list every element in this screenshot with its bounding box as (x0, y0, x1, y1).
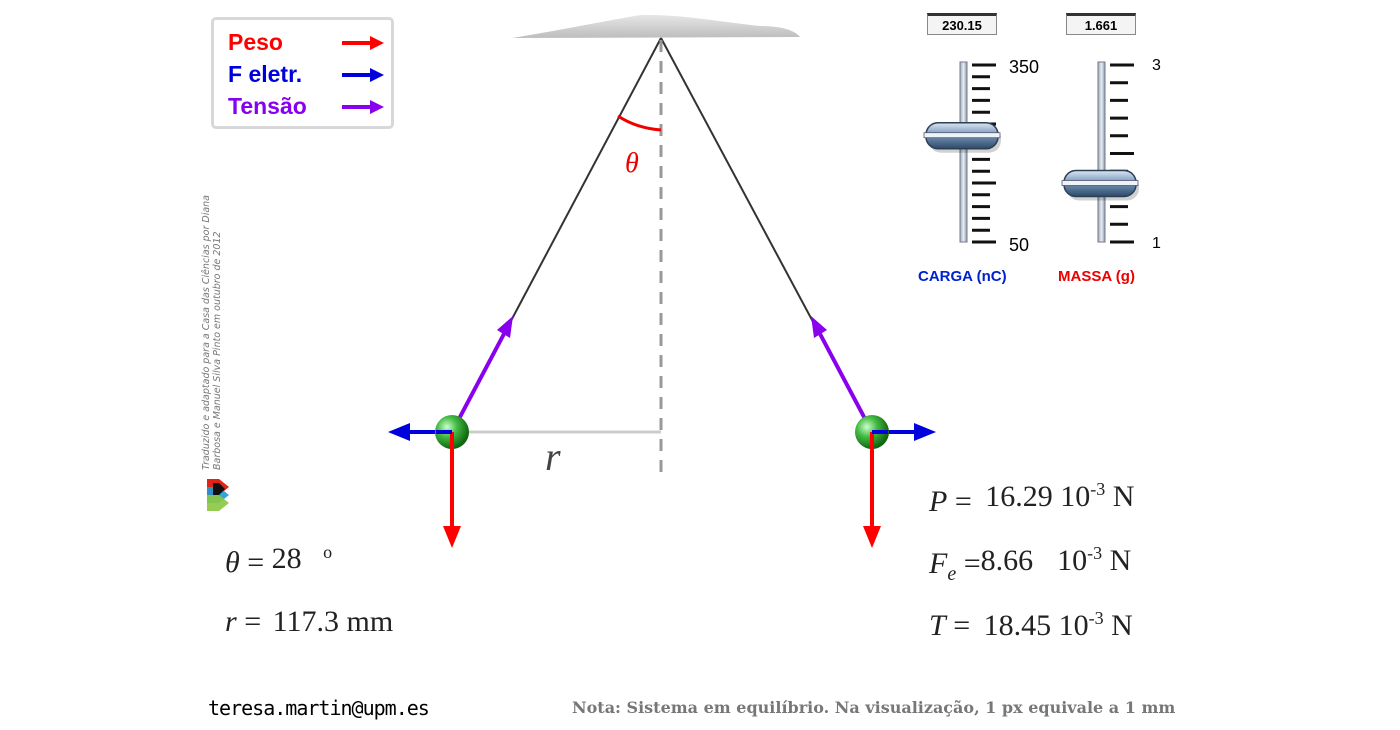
author-email-link[interactable]: teresa.martin@upm.es (208, 696, 430, 720)
casa-das-ciencias-logo-icon (207, 479, 229, 511)
right-tension-arrowhead-icon (811, 316, 827, 338)
distance-symbol: r (545, 434, 561, 479)
mass-slider-track[interactable] (1097, 61, 1106, 243)
weight-symbol: P (929, 485, 948, 518)
electric-force-equals: = (963, 547, 981, 580)
electric-force-unit-base: 10 (1057, 544, 1088, 577)
weight-unit-base: 10 (1060, 480, 1091, 513)
angle-arc (617, 114, 662, 132)
mass-max-label: 3 (1152, 57, 1161, 74)
weight-value: 16.29 (985, 480, 1053, 513)
weight-equals: = (954, 485, 972, 518)
legend-weight-arrow-icon (342, 36, 384, 50)
charge-min-label: 50 (1009, 235, 1030, 255)
tension-unit-exp: -3 (1088, 608, 1104, 628)
legend-tension-label: Tensão (228, 93, 307, 119)
tension-unit: N (1111, 609, 1133, 642)
weight-unit-exp: -3 (1090, 479, 1106, 499)
charge-slider-label: CARGA (nC) (918, 268, 1007, 285)
left-electric-arrowhead-icon (388, 423, 410, 441)
ceiling-support (512, 14, 800, 38)
legend-electric-label: F eletr. (228, 61, 303, 87)
tension-symbol: T (929, 609, 946, 642)
mass-slider-handle[interactable] (1061, 169, 1139, 201)
electric-force-symbol: F (929, 547, 948, 580)
electric-force-unit-exp: -3 (1087, 543, 1103, 563)
charge-readout: 230.15 (927, 13, 997, 35)
r-equals: = (244, 605, 262, 638)
theta-result: θ = 28 o (225, 542, 332, 580)
legend-electric-arrow-icon (342, 68, 384, 82)
force-legend: Peso F eletr. Tensão (211, 17, 394, 129)
electric-force-unit: N (1109, 544, 1132, 577)
legend-weight-label: Peso (228, 29, 283, 55)
theta-value: 28 (271, 542, 302, 575)
charge-slider-track[interactable] (959, 61, 968, 243)
mass-slider-label: MASSA (g) (1058, 268, 1135, 285)
charge-slider-handle[interactable] (923, 121, 1001, 153)
mass-readout: 1.661 (1066, 13, 1136, 35)
tension-unit-base: 10 (1058, 609, 1089, 642)
legend-tension-arrow-icon (342, 100, 384, 114)
electric-force-value: 8.66 (980, 544, 1034, 577)
electric-force-result: Fe =8.66 10-3 N (929, 543, 1132, 586)
weight-result: P = 16.29 10-3 N (929, 479, 1134, 519)
r-symbol: r (225, 605, 237, 638)
theta-symbol: θ (225, 546, 240, 579)
weight-unit: N (1112, 480, 1135, 513)
r-value: 117.3 (272, 605, 339, 638)
right-weight-arrowhead-icon (863, 526, 881, 548)
tension-value: 18.45 (983, 609, 1052, 642)
footer-note: Nota: Sistema em equilíbrio. Na visualiz… (572, 698, 1176, 717)
electric-force-subscript: e (947, 563, 957, 585)
tension-result: T = 18.45 10-3 N (929, 608, 1133, 643)
left-weight-arrowhead-icon (443, 526, 461, 548)
tension-equals: = (953, 609, 971, 642)
right-tension-vector (817, 331, 874, 433)
r-result: r = 117.3 mm (225, 605, 393, 639)
charge-max-label: 350 (1009, 57, 1040, 77)
left-tension-arrowhead-icon (497, 316, 513, 338)
theta-equals: = (247, 546, 265, 579)
angle-symbol: θ (625, 148, 639, 179)
mass-slider-scale (1110, 63, 1134, 244)
mass-min-label: 1 (1152, 235, 1161, 252)
left-tension-vector (450, 331, 507, 433)
right-electric-arrowhead-icon (914, 423, 936, 441)
theta-unit: o (323, 542, 333, 562)
charge-slider-scale (972, 63, 996, 244)
r-unit: mm (346, 605, 394, 638)
